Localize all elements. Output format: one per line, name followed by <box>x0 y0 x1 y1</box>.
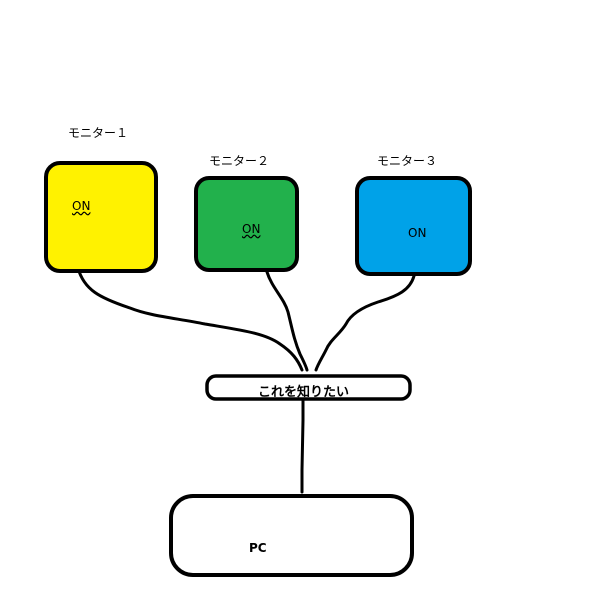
monitor-1-label: モニター１ <box>68 126 129 140</box>
pc-box <box>169 494 414 577</box>
monitor-2-status: ON <box>242 222 261 236</box>
monitor-1-box <box>44 161 158 273</box>
monitor-1-status: ON <box>72 199 91 213</box>
hub-box <box>205 374 412 401</box>
cable-pc <box>300 398 305 494</box>
hub-label: これを知りたい <box>258 385 350 400</box>
pc-label: PC <box>249 541 267 555</box>
cable-monitor-1 <box>76 266 304 372</box>
monitor-3-label: モニター３ <box>377 154 438 168</box>
monitor-3-box <box>355 176 472 276</box>
monitor-3-status: ON <box>408 226 427 240</box>
cable-monitor-3 <box>314 274 416 372</box>
cable-monitor-2 <box>265 270 309 372</box>
monitor-2-box <box>194 176 299 272</box>
monitor-2-label: モニター２ <box>209 154 270 168</box>
